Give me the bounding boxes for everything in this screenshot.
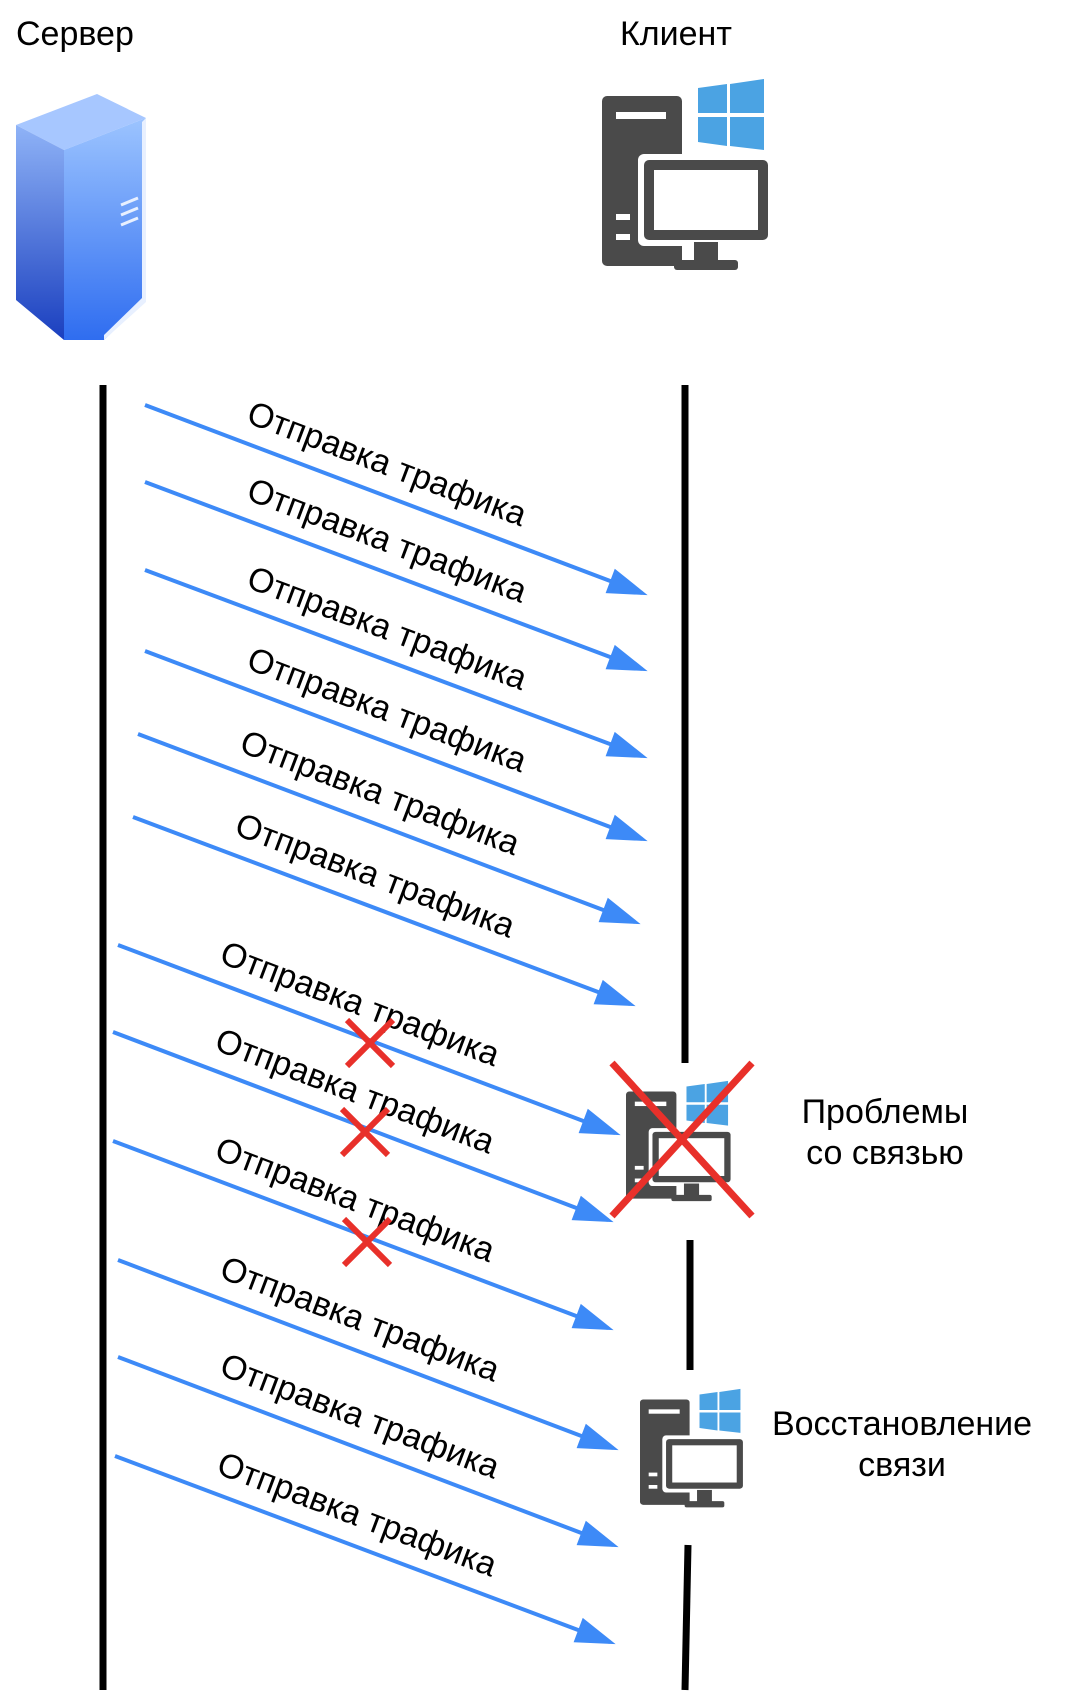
arrow-line [144, 649, 643, 841]
arrow-head [576, 1520, 619, 1548]
arrow-line [117, 1258, 614, 1450]
arrow-line [132, 815, 631, 1006]
arrow-line [114, 1454, 611, 1644]
connection-problem-label: Проблемы со связью [760, 1092, 1010, 1174]
arrow-line [144, 568, 643, 758]
server-tower-icon [16, 94, 146, 340]
arrow-head [605, 731, 648, 759]
arrow-head [573, 1617, 616, 1645]
lost-packet-cross-icon [344, 1017, 396, 1069]
windows-pc-icon [602, 79, 774, 270]
connection-problem-line1: Проблемы [801, 1093, 969, 1131]
client-title: Клиент [620, 15, 732, 53]
arrow-head [605, 814, 648, 842]
arrow-head [571, 1303, 614, 1331]
arrow-head [605, 568, 648, 596]
server-title: Сервер [16, 15, 134, 53]
lost-packet-cross-icon [341, 1216, 393, 1268]
arrow-head [578, 1108, 621, 1136]
message-arrow: Отправка трафика [132, 806, 636, 1007]
message-arrow: Отправка трафика [114, 1445, 616, 1645]
arrow-head [571, 1195, 614, 1223]
arrow-line [144, 480, 643, 671]
arrow-line [144, 403, 643, 595]
windows-pc-icon [640, 1388, 747, 1508]
arrow-line [137, 732, 636, 924]
arrow-head [576, 1423, 619, 1451]
connection-failed-cross-icon [609, 1060, 755, 1219]
arrow-head [593, 979, 636, 1007]
connection-restored-line2: связи [858, 1445, 946, 1484]
message-label: Отправка трафика [210, 1130, 500, 1270]
arrow-head [605, 644, 648, 672]
arrow-line [117, 1355, 614, 1547]
message-arrow: Отправка трафика [144, 394, 648, 596]
connection-restored-label: Восстановление связи [752, 1404, 1052, 1486]
connection-problem-line2: со связью [806, 1133, 964, 1172]
connection-restored-line1: Восстановление [771, 1405, 1033, 1443]
lost-packet-cross-icon [339, 1106, 391, 1158]
client-lifeline [681, 385, 694, 1691]
arrow-head [598, 897, 641, 925]
